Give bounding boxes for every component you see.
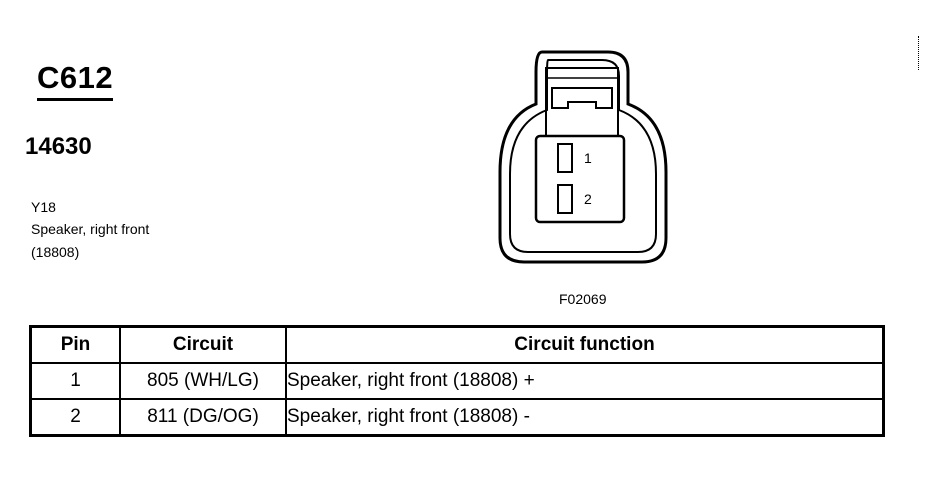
cell-circuit: 805 (WH/LG) bbox=[119, 362, 287, 400]
cell-circuit-function: Speaker, right front (18808) - bbox=[285, 398, 885, 437]
table-row: 2 811 (DG/OG) Speaker, right front (1880… bbox=[29, 398, 885, 437]
component-code: (18808) bbox=[31, 244, 80, 260]
connector-id: C612 bbox=[37, 60, 114, 101]
table-row: 1 805 (WH/LG) Speaker, right front (1880… bbox=[29, 362, 885, 400]
margin-mark bbox=[918, 36, 921, 70]
pin-cavity-2 bbox=[557, 184, 573, 214]
locking-latch bbox=[551, 87, 613, 109]
component-description: Speaker, right front bbox=[31, 221, 150, 237]
pin-table: Pin Circuit Circuit function 1 805 (WH/L… bbox=[29, 325, 885, 437]
terminal-block bbox=[534, 134, 626, 224]
pin-label-1: 1 bbox=[584, 150, 592, 166]
header-circuit-function: Circuit function bbox=[285, 325, 885, 364]
figure-id: F02069 bbox=[559, 291, 607, 307]
cell-circuit: 811 (DG/OG) bbox=[119, 398, 287, 437]
location-code: Y18 bbox=[31, 199, 56, 215]
cell-pin: 1 bbox=[29, 362, 121, 400]
connector-face-drawing: 1 2 bbox=[498, 50, 668, 264]
cell-pin: 2 bbox=[29, 398, 121, 437]
cell-circuit-function: Speaker, right front (18808) + bbox=[285, 362, 885, 400]
part-number: 14630 bbox=[25, 133, 92, 160]
header-circuit: Circuit bbox=[119, 325, 287, 364]
header-pin: Pin bbox=[29, 325, 121, 364]
pin-cavity-1 bbox=[557, 143, 573, 173]
pin-label-2: 2 bbox=[584, 191, 592, 207]
table-header-row: Pin Circuit Circuit function bbox=[29, 325, 885, 364]
connector-outer-shell bbox=[498, 50, 668, 264]
